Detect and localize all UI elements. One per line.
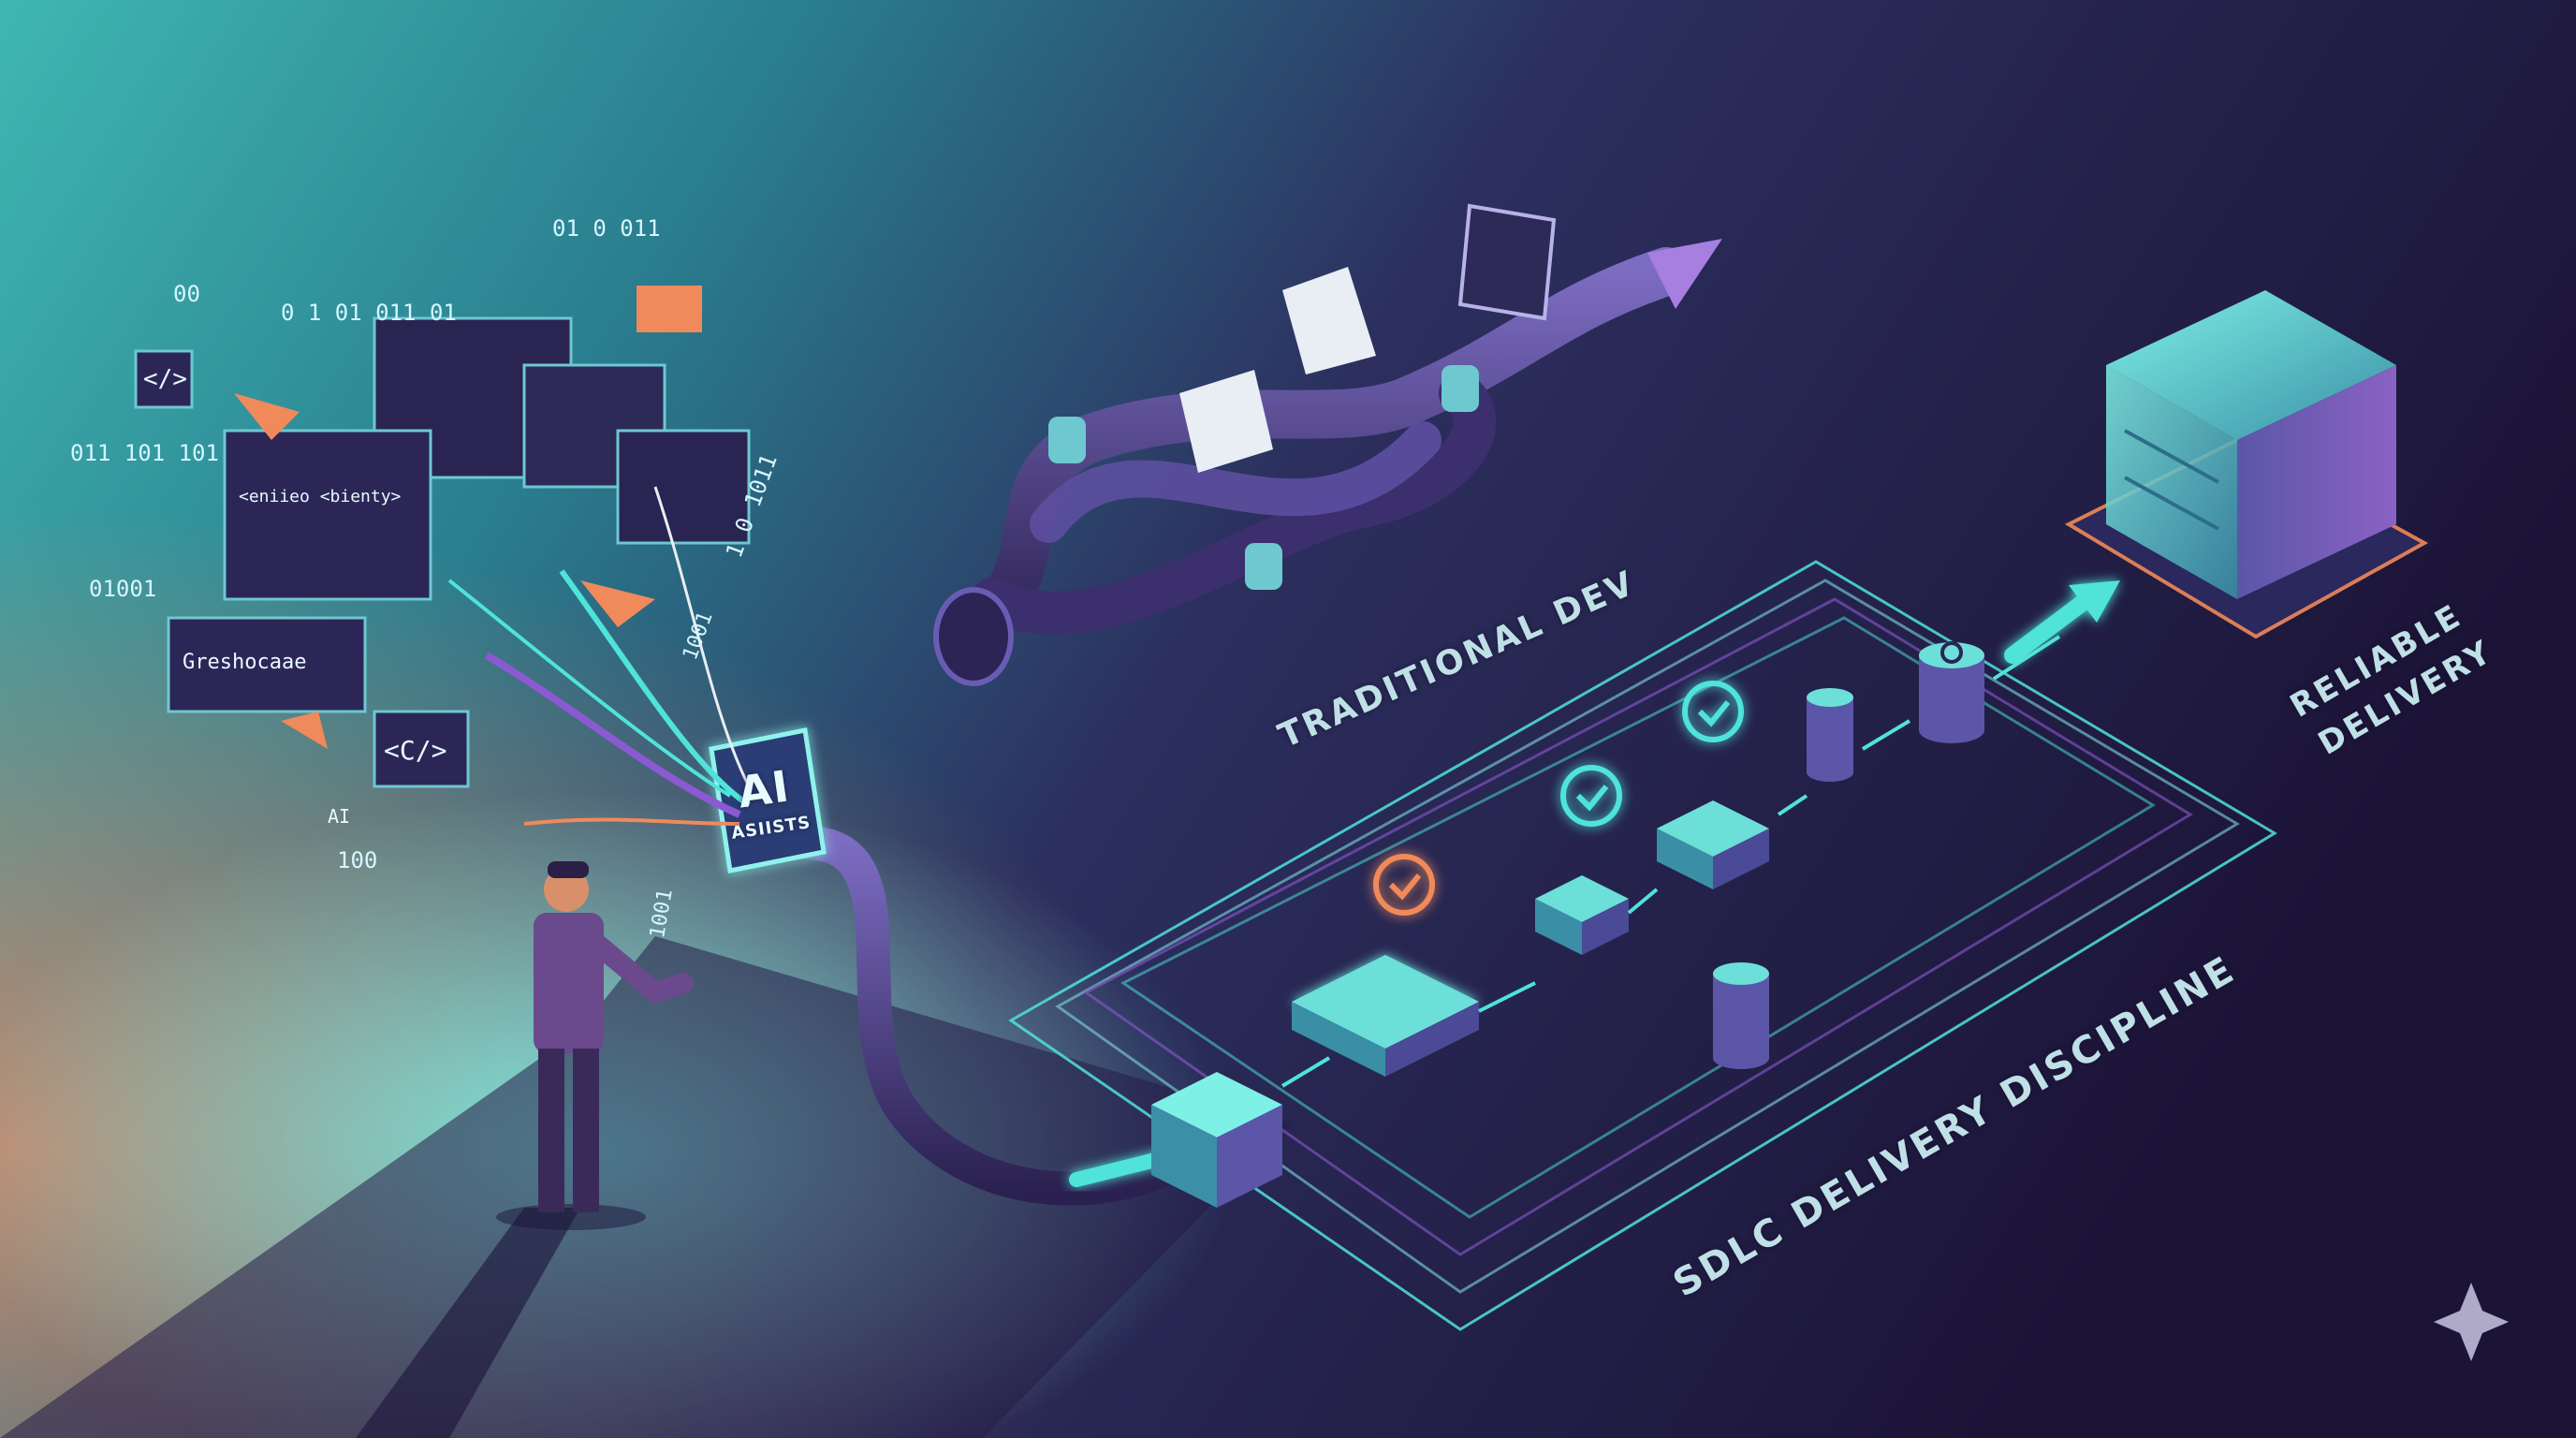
checkmark-icon xyxy=(1373,681,1744,916)
sparkle-icon xyxy=(2434,1283,2509,1361)
ai-pipe xyxy=(788,826,1178,1206)
pipeline-nodes xyxy=(1151,800,1769,1208)
code-word: <eniieo <bienty> xyxy=(239,487,402,506)
binary-fragment: 01001 xyxy=(89,576,157,602)
gear-icon xyxy=(1940,641,1963,664)
binary-fragment: 00 xyxy=(173,281,200,307)
binary-fragment: 011 101 101 xyxy=(70,440,219,466)
arrow-icon xyxy=(1281,635,2061,1088)
binary-fragment: 0 1 01 011 01 xyxy=(281,300,457,326)
code-explosion xyxy=(134,286,751,826)
document-icon xyxy=(1179,203,1557,473)
figure-icon xyxy=(496,861,694,1230)
sdlc-platform xyxy=(1008,560,2277,1331)
database-icon xyxy=(1713,642,1984,1069)
binary-fragment: 100 xyxy=(337,847,378,873)
code-word: Greshocaae xyxy=(183,651,307,674)
server-icon xyxy=(2064,290,2429,639)
code-tag: </> xyxy=(143,365,187,393)
code-word: AI xyxy=(328,805,351,828)
ai-label: AI xyxy=(735,760,793,818)
code-tag: <C/> xyxy=(384,735,447,766)
binary-fragment: 01 0 011 xyxy=(552,215,661,242)
